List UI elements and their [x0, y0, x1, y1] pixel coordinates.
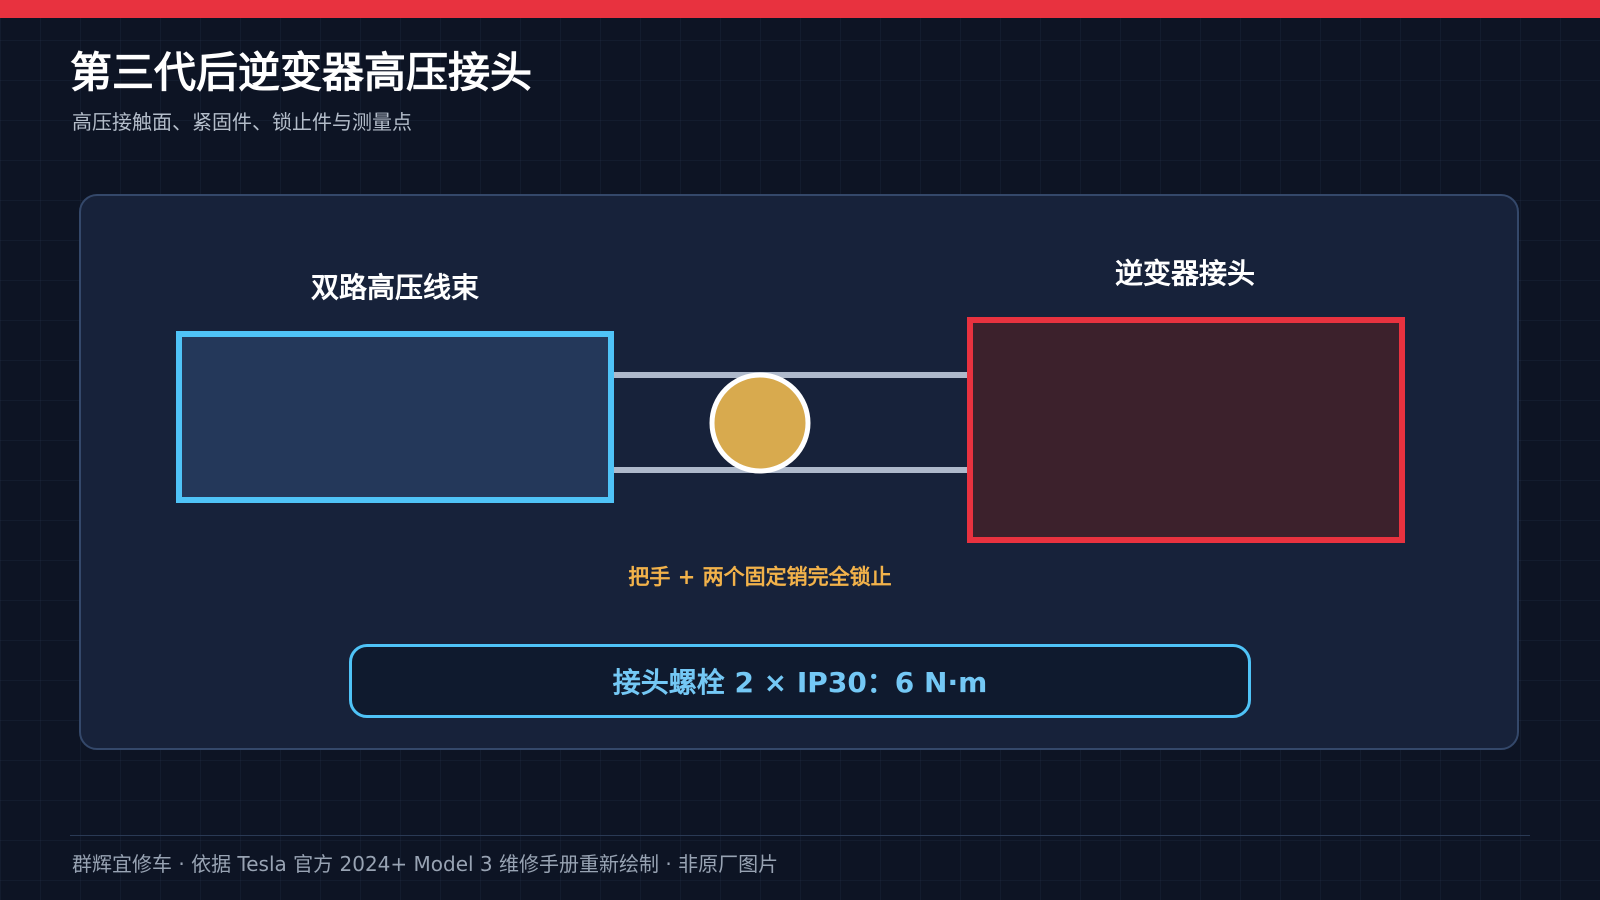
harness-label: 双路高压线束 — [310, 271, 479, 304]
page-title: 第三代后逆变器高压接头 — [70, 48, 533, 97]
inverter-connector-block — [967, 317, 1405, 543]
lock-note: 把手 + 两个固定销完全锁止 — [628, 565, 892, 589]
torque-spec-box: 接头螺栓 2 × IP30：6 N·m — [349, 644, 1251, 718]
locking-pin-marker — [709, 372, 811, 474]
torque-spec-text: 接头螺栓 2 × IP30：6 N·m — [612, 666, 988, 699]
footer-credit: 群辉宜修车 · 依据 Tesla 官方 2024+ Model 3 维修手册重新… — [72, 852, 779, 876]
footer-divider — [70, 835, 1530, 836]
inverter-connector-label: 逆变器接头 — [1114, 257, 1255, 290]
page-subtitle: 高压接触面、紧固件、锁止件与测量点 — [72, 110, 412, 134]
top-accent-bar — [0, 0, 1600, 18]
harness-block — [176, 331, 614, 503]
